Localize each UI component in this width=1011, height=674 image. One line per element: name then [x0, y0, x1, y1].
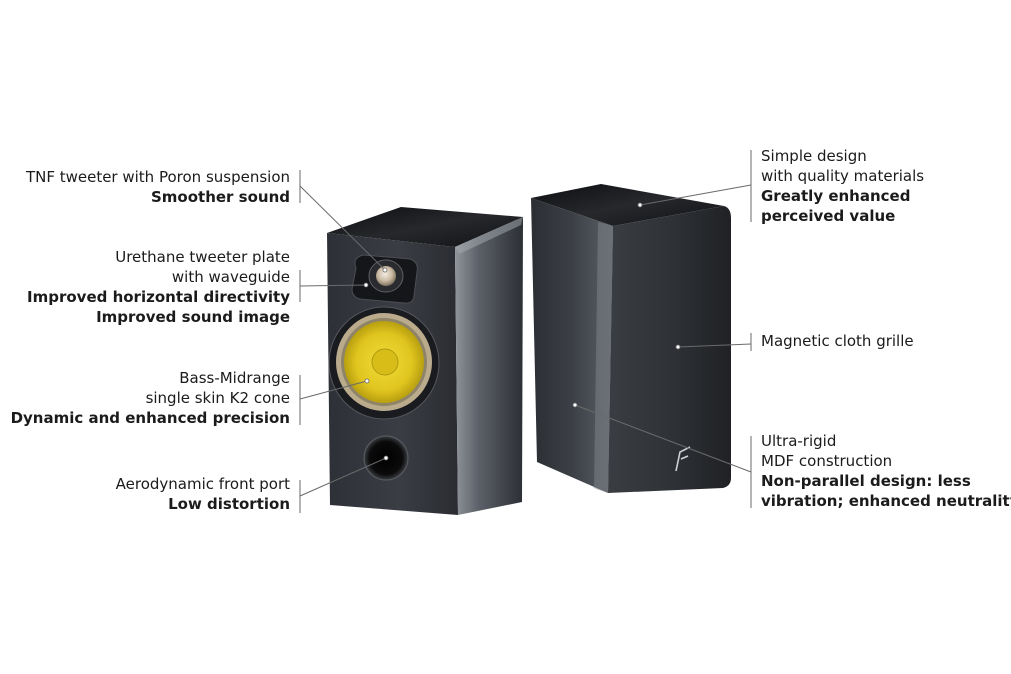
callout-tweeter: TNF tweeter with Poron suspension Smooth…	[26, 167, 290, 207]
right-speaker-grille	[608, 206, 731, 493]
callout-port-benefit: Low distortion	[168, 495, 290, 513]
focal-f-logo-icon	[675, 446, 691, 472]
callout-design: Simple design with quality materials Gre…	[761, 146, 924, 226]
callout-cabinet: Ultra-rigid MDF construction Non-paralle…	[761, 431, 1011, 511]
left-speaker-top	[327, 207, 523, 247]
callout-cabinet-feature-2: MDF construction	[761, 452, 893, 470]
callout-tweeter-plate-benefit-2: Improved sound image	[96, 308, 290, 326]
callout-tweeter-plate-feature-2: with waveguide	[171, 268, 290, 286]
callout-design-benefit-1: Greatly enhanced	[761, 187, 911, 205]
callout-port: Aerodynamic front port Low distortion	[116, 474, 290, 514]
callout-grille-feature: Magnetic cloth grille	[761, 332, 914, 350]
callout-cabinet-benefit-2: vibration; enhanced neutrality	[761, 492, 1011, 510]
callout-tweeter-plate-feature-1: Urethane tweeter plate	[115, 248, 290, 266]
callout-tweeter-plate-benefit-1: Improved horizontal directivity	[27, 288, 290, 306]
right-speaker-top	[531, 184, 724, 226]
callout-design-feature-1: Simple design	[761, 147, 867, 165]
left-speaker	[327, 207, 523, 515]
tweeter-dome	[376, 266, 396, 286]
callout-design-benefit-2: perceived value	[761, 207, 896, 225]
woofer-dustcap	[371, 348, 399, 376]
callout-grille: Magnetic cloth grille	[761, 331, 914, 351]
callout-tweeter-plate: Urethane tweeter plate with waveguide Im…	[27, 247, 290, 327]
callout-woofer-benefit: Dynamic and enhanced precision	[10, 409, 290, 427]
callout-woofer-feature-2: single skin K2 cone	[145, 389, 290, 407]
leader-lines	[299, 150, 752, 513]
callout-port-feature: Aerodynamic front port	[115, 475, 290, 493]
right-speaker-side	[531, 198, 613, 493]
callout-tweeter-feature: TNF tweeter with Poron suspension	[25, 168, 290, 186]
callout-cabinet-feature-1: Ultra-rigid	[761, 432, 837, 450]
right-speaker	[531, 184, 731, 493]
callout-woofer-feature-1: Bass-Midrange	[179, 369, 290, 387]
callout-cabinet-benefit-1: Non-parallel design: less	[761, 472, 971, 490]
leader-endpoints	[363, 202, 681, 461]
callout-woofer: Bass-Midrange single skin K2 cone Dynami…	[11, 368, 290, 428]
callout-tweeter-benefit: Smoother sound	[150, 188, 290, 206]
left-speaker-side	[455, 217, 523, 515]
callout-design-feature-2: with quality materials	[761, 167, 925, 185]
